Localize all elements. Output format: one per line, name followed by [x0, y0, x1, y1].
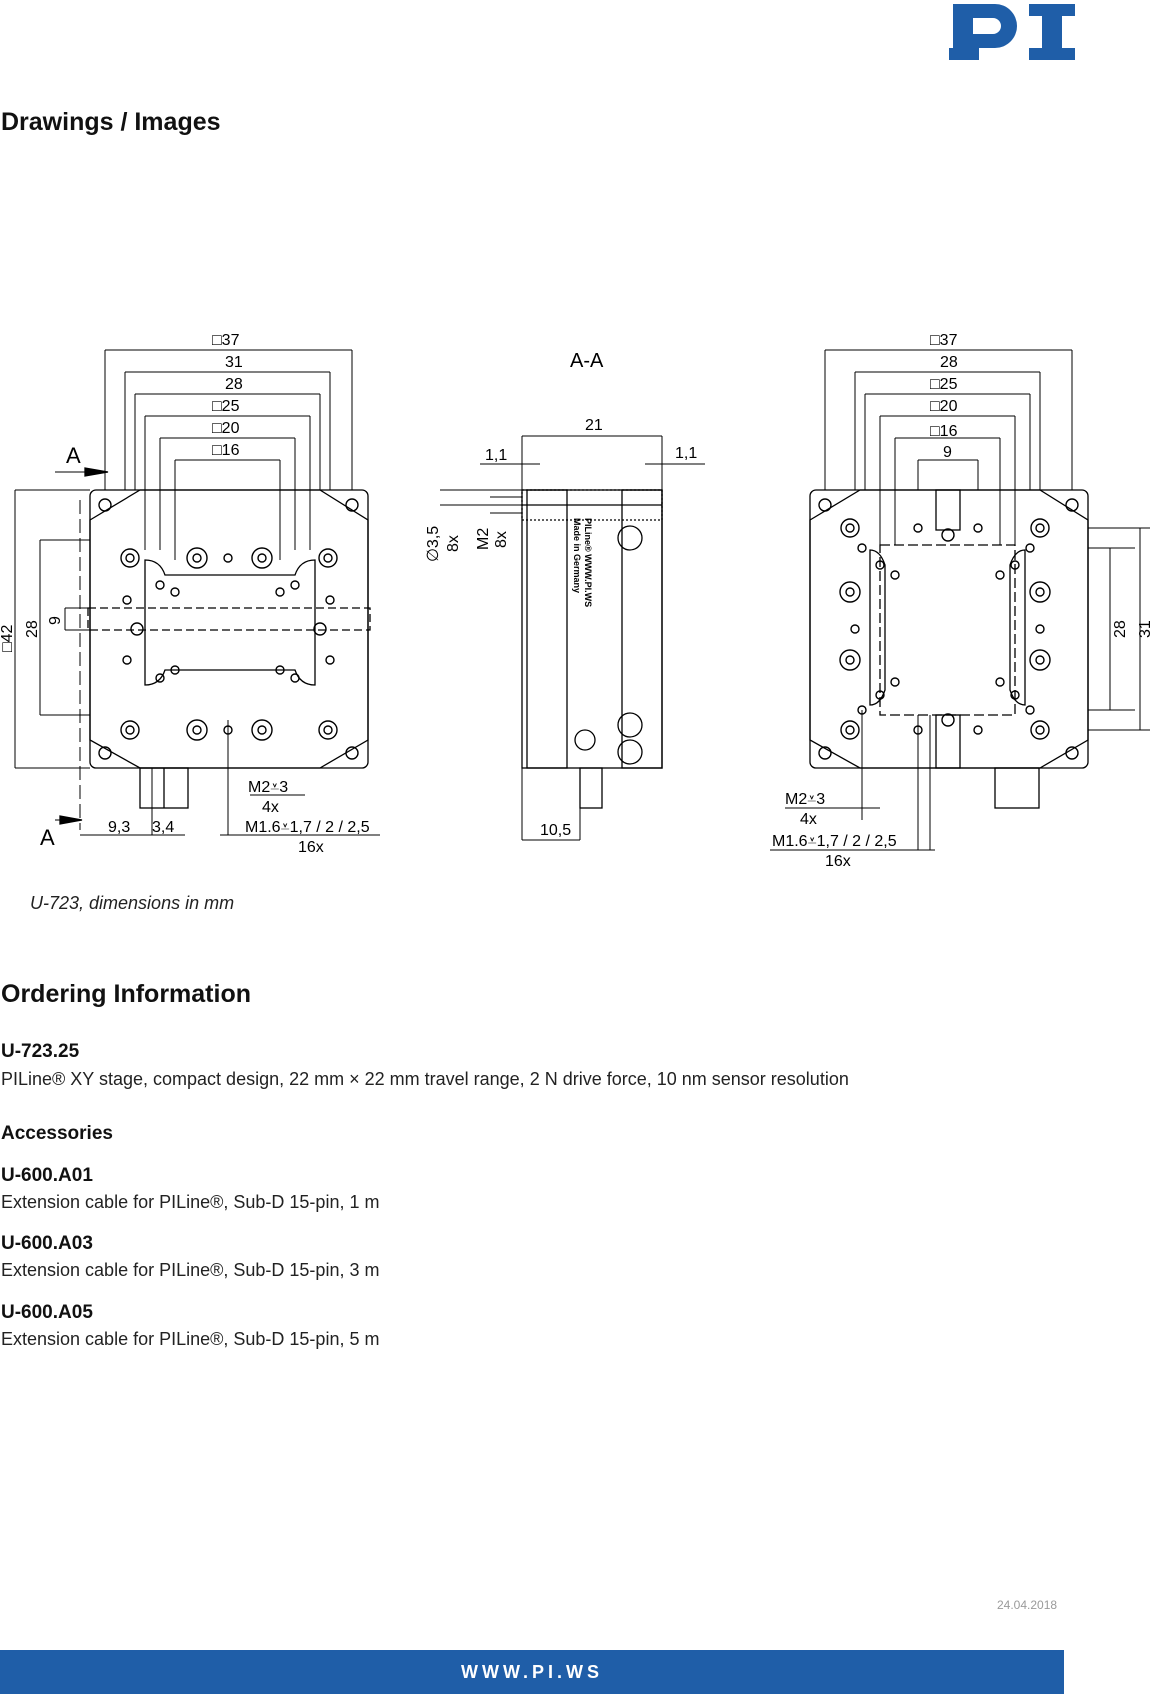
right-dim-28: 28: [940, 354, 958, 371]
footer-bar: [0, 1650, 1064, 1694]
section-mark-bottom: A: [40, 825, 55, 850]
section-mark-top: A: [66, 443, 81, 468]
section-hole-dia: ∅3,5: [425, 526, 442, 562]
accessory-description: Extension cable for PILine®, Sub-D 15-pi…: [1, 1260, 380, 1280]
accessories-heading: Accessories: [1, 1123, 113, 1144]
right-dim-20: □20: [930, 398, 958, 415]
left-dim-37: □37: [212, 332, 240, 349]
left-thread-m16: M1.6⩡1,7 / 2 / 2,5: [245, 819, 370, 836]
section-label-brand: PILine® WWW.PI.WS: [583, 518, 593, 607]
drawings-heading: Drawings / Images: [1, 108, 221, 136]
section-label-made: Made in Germany: [572, 518, 582, 593]
right-thread-m2-count: 4x: [800, 811, 817, 828]
right-dim-37: □37: [930, 332, 958, 349]
left-dim-25: □25: [212, 398, 240, 415]
right-dim-25: □25: [930, 376, 958, 393]
section-hole-count: 8x: [445, 535, 462, 552]
accessory-description: Extension cable for PILine®, Sub-D 15-pi…: [1, 1192, 380, 1212]
right-dim-side-28: 28: [1112, 620, 1129, 638]
right-thread-m2: M2⩡3: [785, 791, 825, 808]
ordering-heading: Ordering Information: [1, 980, 251, 1008]
left-dim-20: □20: [212, 420, 240, 437]
right-dim-16: □16: [930, 423, 958, 440]
right-thread-m16-count: 16x: [825, 853, 851, 870]
accessory-code: U-600.A03: [1, 1233, 93, 1254]
left-dim-28: 28: [225, 376, 243, 393]
section-dim-21: 21: [585, 417, 603, 434]
left-thread-m16-count: 16x: [298, 839, 324, 856]
section-dim-1-1-right: 1,1: [675, 445, 697, 462]
technical-drawing: □37 31 28 □25 □20 □16 □42 28 9 A A 9,3 3…: [0, 332, 1153, 870]
left-dim-9-3: 9,3: [108, 819, 130, 836]
product-code: U-723.25: [1, 1041, 80, 1062]
section-thread-count: 8x: [493, 531, 510, 548]
right-dim-9: 9: [943, 444, 952, 461]
right-dim-side-31: 31: [1137, 620, 1153, 638]
left-dim-31: 31: [225, 354, 243, 371]
accessory-code: U-600.A05: [1, 1302, 93, 1323]
left-thread-m2: M2⩡3: [248, 779, 288, 796]
accessory-description: Extension cable for PILine®, Sub-D 15-pi…: [1, 1329, 380, 1349]
right-view: [770, 349, 1150, 851]
left-thread-m2-count: 4x: [262, 799, 279, 816]
left-dim-side-28: 28: [24, 620, 41, 638]
left-dim-3-4: 3,4: [152, 819, 174, 836]
section-view: [440, 435, 705, 841]
left-view: [14, 349, 380, 836]
section-thread: M2: [475, 528, 492, 550]
section-title: A-A: [570, 350, 604, 372]
print-date: 24.04.2018: [997, 1598, 1058, 1612]
left-dim-16: □16: [212, 442, 240, 459]
left-dim-42: □42: [0, 624, 16, 652]
left-dim-9: 9: [47, 616, 64, 625]
product-description: PILine® XY stage, compact design, 22 mm …: [1, 1069, 849, 1089]
website-link[interactable]: WWW.PI.WS: [461, 1662, 603, 1682]
drawing-caption: U-723, dimensions in mm: [30, 893, 235, 913]
pi-logo: [949, 4, 1075, 60]
section-dim-1-1-left: 1,1: [485, 447, 507, 464]
section-dim-10-5: 10,5: [540, 822, 571, 839]
right-thread-m16: M1.6⩡1,7 / 2 / 2,5: [772, 833, 897, 850]
accessory-code: U-600.A01: [1, 1165, 93, 1186]
